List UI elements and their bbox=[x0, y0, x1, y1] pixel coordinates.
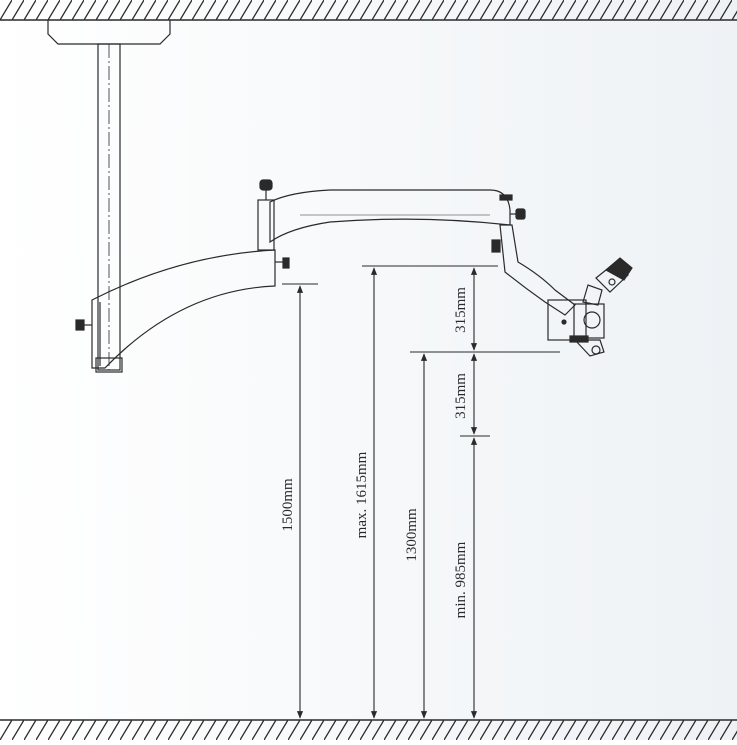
upper-arm-badge bbox=[499, 194, 513, 201]
binocular-eyepiece bbox=[582, 257, 633, 306]
upper-arm-knob bbox=[510, 208, 526, 220]
lower-arm-knob bbox=[75, 319, 92, 331]
ceiling bbox=[0, 0, 737, 21]
label-1300: 1300mm bbox=[404, 508, 420, 562]
label-1500: 1500mm bbox=[280, 478, 296, 532]
microscope-carrier bbox=[491, 224, 576, 316]
microscope-head bbox=[547, 299, 605, 357]
arm-joint bbox=[257, 179, 275, 251]
label-315-upper: 315mm bbox=[453, 287, 469, 333]
label-max-1615: max. 1615mm bbox=[354, 451, 370, 538]
lower-arm-side-knob bbox=[275, 257, 290, 269]
lower-arm bbox=[91, 249, 276, 369]
vertical-column bbox=[95, 43, 123, 373]
floor bbox=[0, 719, 737, 740]
upper-arm bbox=[269, 189, 511, 244]
label-315-lower: 315mm bbox=[453, 373, 469, 419]
label-min-985: min. 985mm bbox=[453, 541, 469, 618]
